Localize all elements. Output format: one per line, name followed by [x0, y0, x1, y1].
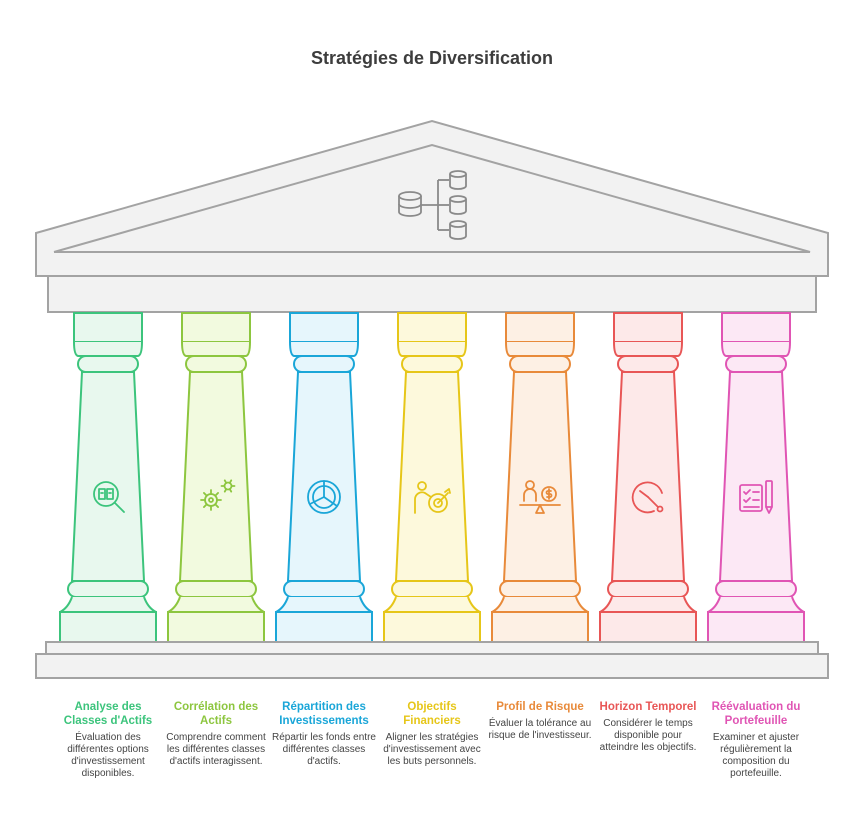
- gears-icon: [200, 479, 236, 511]
- pillar-top-ring: [617, 355, 679, 373]
- pillar-plinth: [491, 611, 589, 643]
- pillar-plinth: [167, 611, 265, 643]
- pillar-description: Examiner et ajuster régulièrement la com…: [712, 732, 800, 779]
- pillar-capital: [289, 312, 359, 343]
- pillar-shaft: [286, 371, 362, 582]
- pillar-top-ring: [77, 355, 139, 373]
- pillar-top-ring: [509, 355, 571, 373]
- pillar-capital: [613, 312, 683, 343]
- entablature: [47, 275, 817, 313]
- clock-icon: [631, 481, 664, 514]
- pillar-heading: Objectifs Financiers: [403, 701, 461, 727]
- pillar-shaft: [394, 371, 470, 582]
- pillar-base-ring: [175, 580, 257, 598]
- asset-analysis-icon: [93, 481, 125, 513]
- pillar-2: [167, 312, 265, 643]
- pie-chart-icon: [307, 480, 341, 514]
- pillar-plinth: [599, 611, 697, 643]
- pillar-description: Évaluer la tolérance au risque de l'inve…: [488, 718, 592, 741]
- diagram-title: Stratégies de Diversification: [310, 48, 554, 68]
- pillar-capital: [721, 312, 791, 343]
- database-distribution-icon: [398, 170, 467, 240]
- pillar-capital: [397, 312, 467, 343]
- pillar-description: Répartir les fonds entre différentes cla…: [272, 732, 376, 767]
- pillar-shaft: [718, 371, 794, 582]
- target-person-icon: [414, 481, 451, 514]
- pillar-base-ring: [607, 580, 689, 598]
- pillar-description: Comprendre comment les différentes class…: [166, 732, 266, 767]
- pillar-top-ring: [725, 355, 787, 373]
- pillar-3: [275, 312, 373, 643]
- pillar-1: [59, 312, 157, 643]
- pillar-description: Considérer le temps disponible pour atte…: [599, 718, 697, 753]
- pillar-top-ring: [401, 355, 463, 373]
- pillar-description: Aligner les stratégies d'investissement …: [383, 732, 481, 767]
- pillar-heading: Horizon Temporel: [599, 701, 697, 713]
- checklist-icon: [739, 480, 773, 514]
- pillar-top-ring: [293, 355, 355, 373]
- pediment: [35, 119, 829, 277]
- pillar-shaft: [178, 371, 254, 582]
- pillar-base-ring: [499, 580, 581, 598]
- pillar-plinth: [707, 611, 805, 643]
- pillar-plinth: [275, 611, 373, 643]
- pillar-description: Évaluation des différentes options d'inv…: [67, 732, 149, 779]
- pillar-plinth: [59, 611, 157, 643]
- pillar-capital: [505, 312, 575, 343]
- temple-base: [35, 641, 829, 679]
- pillar-capital: [73, 312, 143, 343]
- pillar-heading: Analyse des Classes d'Actifs: [63, 701, 153, 727]
- pillar-top-ring: [185, 355, 247, 373]
- pillar-heading: Réévaluation du Portefeuille: [711, 701, 801, 727]
- pillar-capital: [181, 312, 251, 343]
- pillar-base-ring: [67, 580, 149, 598]
- pillar-5: [491, 312, 589, 643]
- pillar-heading: Corrélation des Actifs: [173, 701, 259, 727]
- pillar-base-ring: [715, 580, 797, 598]
- pillar-plinth: [383, 611, 481, 643]
- risk-balance-icon: [519, 480, 561, 514]
- pillar-heading: Répartition des Investissements: [279, 701, 369, 727]
- pillar-shaft: [502, 371, 578, 582]
- pillar-4: [383, 312, 481, 643]
- pillar-shaft: [610, 371, 686, 582]
- pillar-7: [707, 312, 805, 643]
- pillar-base-ring: [391, 580, 473, 598]
- pillar-6: [599, 312, 697, 643]
- pillar-heading: Profil de Risque: [496, 701, 584, 713]
- pillar-base-ring: [283, 580, 365, 598]
- pillar-shaft: [70, 371, 146, 582]
